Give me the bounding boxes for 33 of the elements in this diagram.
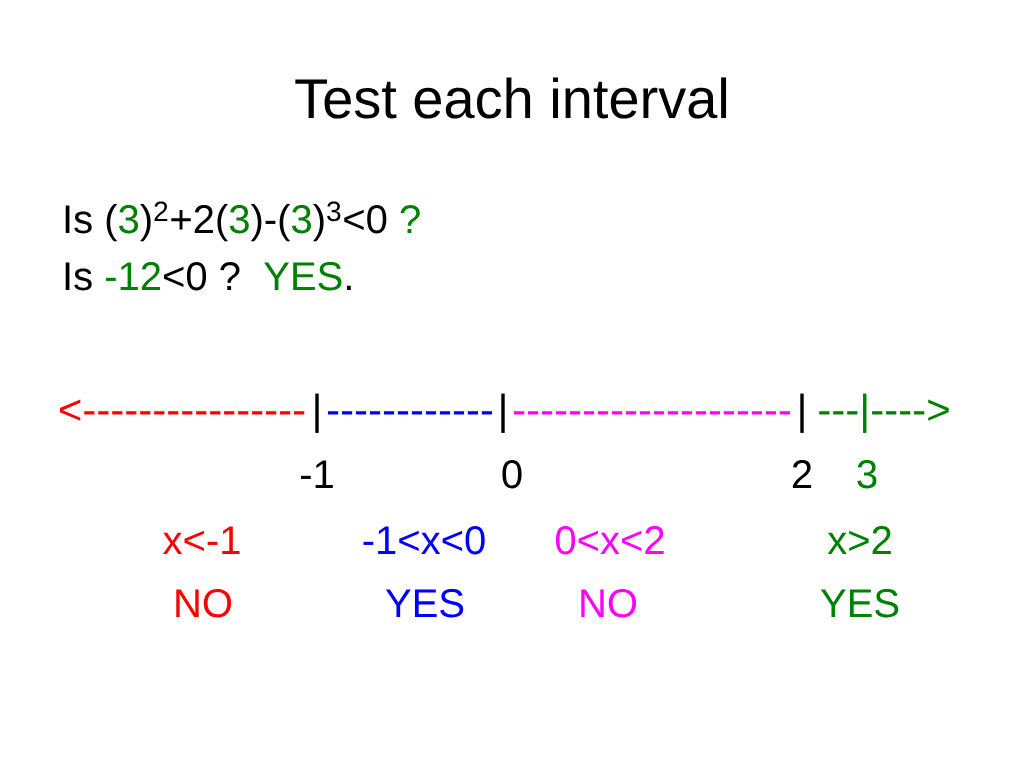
result-text: . bbox=[346, 285, 351, 290]
tick-label: 0 bbox=[502, 460, 522, 489]
answer-text: YES bbox=[820, 589, 899, 618]
number-line-text: | bbox=[800, 393, 804, 433]
number-line-text: ---|----> bbox=[819, 393, 949, 433]
question-text: )$^{3}$<0 bbox=[312, 201, 387, 242]
interval-label: -1<x<0 bbox=[363, 526, 485, 555]
question-text: )-( bbox=[250, 204, 291, 242]
answer-text: NO bbox=[176, 589, 232, 618]
question-text: 3 bbox=[229, 205, 249, 234]
result-text: -12 bbox=[106, 262, 161, 290]
question-text: )$^{2}$+2( bbox=[140, 201, 229, 242]
answer-text: YES bbox=[385, 589, 464, 618]
interval-label: 0<x<2 bbox=[555, 526, 664, 555]
result-text: YES bbox=[264, 262, 342, 291]
question-text: 3 bbox=[292, 205, 311, 234]
tick-label: -1 bbox=[301, 460, 333, 488]
question-text: Is ( bbox=[65, 204, 118, 242]
number-line-text: <---------------- bbox=[59, 399, 305, 421]
tick-label: 2 bbox=[792, 460, 812, 488]
number-line-text: | bbox=[501, 393, 505, 433]
tick-label: 3 bbox=[857, 460, 877, 489]
number-line-text: ------------ bbox=[327, 411, 493, 415]
answer-text: NO bbox=[581, 589, 637, 618]
result-text: <0 ? bbox=[164, 262, 240, 291]
interval-label: x>2 bbox=[827, 526, 891, 554]
number-line-text: | bbox=[315, 393, 319, 433]
question-text: ? bbox=[400, 205, 420, 233]
question-text: 3 bbox=[119, 205, 139, 234]
result-text: Is bbox=[65, 262, 92, 291]
number-line-text: -------------------- bbox=[514, 411, 790, 415]
title: Test each interval bbox=[295, 77, 727, 119]
interval-label: x<-1 bbox=[163, 526, 240, 554]
